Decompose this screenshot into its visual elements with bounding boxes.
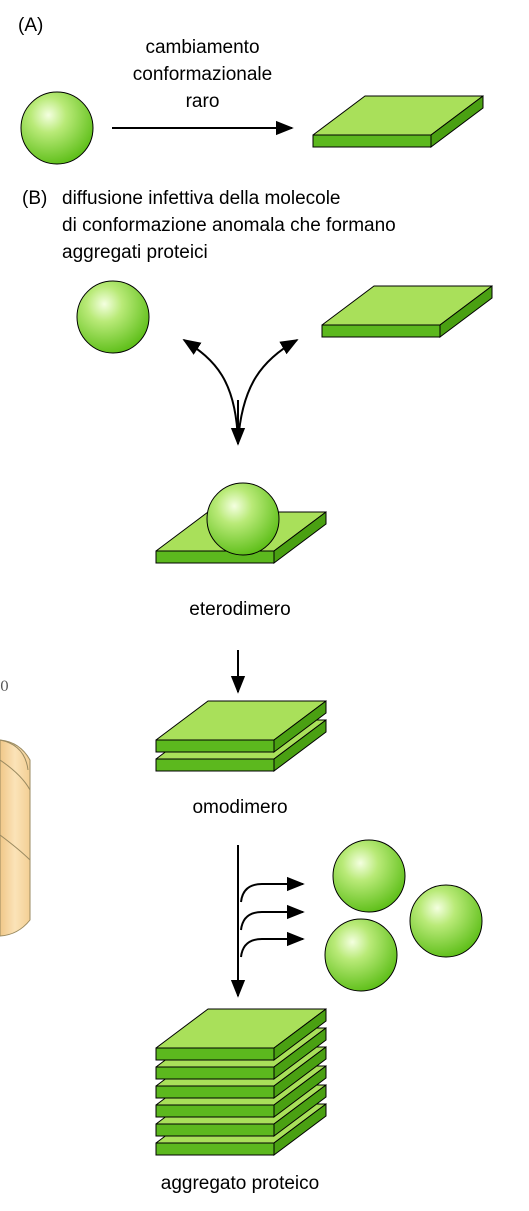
homodimer-stack (155, 700, 327, 772)
aggregate-label: aggregato proteico (160, 1173, 320, 1194)
panel-b (76, 280, 493, 1156)
panel-b-caption-line-3: aggregati proteici (62, 242, 208, 263)
panel-a (20, 91, 484, 165)
arrow-caption-line-2: conformazionale (132, 64, 273, 85)
homodimer-label: omodimero (192, 797, 288, 818)
protein-aggregate-stack (155, 1008, 327, 1156)
panel-b-label: (B) (22, 188, 48, 209)
incoming-misfolded-slab (321, 285, 493, 338)
panel-b-caption-line-2: di conformazione anomala che formano (62, 215, 396, 236)
free-normal-sphere (332, 839, 406, 913)
background-digit: 0 (0, 679, 9, 695)
arrow-caption-line-1: cambiamento (145, 37, 260, 58)
recruitment-arrows (230, 845, 305, 998)
misfolded-protein-slab (312, 95, 484, 148)
background-cylinder-fragment (0, 739, 31, 937)
free-normal-sphere (324, 918, 398, 992)
normal-protein-sphere (20, 91, 94, 165)
panel-a-label: (A) (18, 15, 44, 36)
arrow-caption-line-3: raro (185, 91, 220, 112)
converging-arrows (182, 339, 299, 446)
incoming-normal-sphere (76, 280, 150, 354)
heterodimer-sphere (206, 482, 280, 556)
panel-b-caption-line-1: diffusione infettiva della molecole (62, 188, 341, 209)
homodimer-layer (155, 700, 327, 753)
free-normal-sphere (409, 884, 483, 958)
aggregate-layer (155, 1008, 327, 1061)
heterodimer-label: eterodimero (189, 599, 291, 620)
